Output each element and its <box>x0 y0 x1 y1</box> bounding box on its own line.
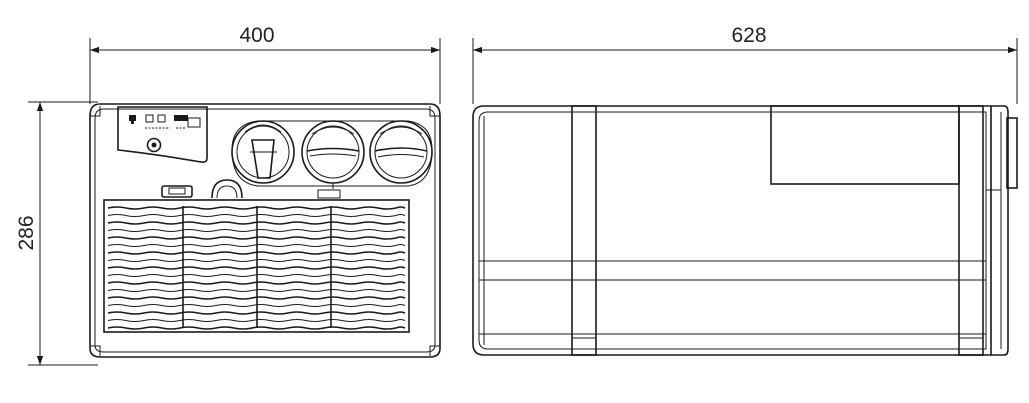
mounting-band-right <box>958 105 984 356</box>
grille-slat <box>107 311 406 315</box>
front-outer-housing <box>89 103 441 358</box>
grille-slat <box>107 206 406 210</box>
air-outlet-3 <box>369 120 433 184</box>
drain-loop-inner <box>216 185 238 199</box>
grille-slat <box>107 229 406 232</box>
grille-slat <box>107 289 406 292</box>
grille-slat <box>107 236 406 240</box>
side-view <box>472 105 1018 356</box>
corner-tab <box>429 106 440 117</box>
outlet-bezel <box>231 120 433 187</box>
grille-slat <box>107 221 406 225</box>
end-cap-boss <box>1006 117 1018 189</box>
grille-slat <box>107 281 406 285</box>
dimension-label-side-length: 628 <box>731 24 766 47</box>
intake-grille <box>103 199 410 333</box>
raised-top-panel <box>770 105 960 185</box>
corner-tab <box>90 345 101 356</box>
side-inner-outline <box>478 111 987 350</box>
dimension-label-height: 286 <box>15 215 38 250</box>
grille-slat <box>107 251 406 255</box>
grille-slat <box>107 266 406 270</box>
timer-icon <box>187 117 201 128</box>
grille-slat <box>107 319 406 322</box>
band-foot <box>571 337 597 356</box>
indicator-icon-stem <box>131 121 134 124</box>
drain-loop <box>211 179 243 199</box>
air-outlet-1 <box>231 120 295 184</box>
mounting-band-left <box>571 105 597 356</box>
grille-slat <box>107 259 406 262</box>
mode-icon <box>145 114 154 123</box>
grille-slat <box>107 274 406 277</box>
grille-slat <box>107 214 406 217</box>
power-knob-center <box>151 142 157 148</box>
dimension-height: 286 <box>15 101 98 366</box>
fan-icon <box>157 114 166 123</box>
corner-tab <box>429 345 440 356</box>
air-outlet-2 <box>301 120 365 189</box>
grille-slat <box>107 296 406 300</box>
filter-latch <box>161 185 193 198</box>
grille-slat <box>107 304 406 307</box>
power-knob <box>146 137 162 153</box>
indicator-icon <box>129 115 136 121</box>
dimension-label-front-width: 400 <box>239 24 274 47</box>
end-cap <box>991 105 1009 356</box>
dimension-side-length: 628 <box>472 24 1018 104</box>
grille-slats <box>107 206 406 330</box>
grille-slat <box>107 326 406 330</box>
corner-tab <box>90 106 101 117</box>
filter-latch-slot <box>168 187 186 195</box>
side-outer-housing <box>472 105 992 356</box>
control-panel <box>117 106 208 163</box>
dimension-front-width: 400 <box>89 24 441 104</box>
grille-slat <box>107 244 406 247</box>
front-inner-outline <box>94 108 436 353</box>
display-icon <box>174 115 188 121</box>
grille-clip <box>317 189 341 199</box>
front-view <box>89 103 441 358</box>
band-foot <box>958 337 984 356</box>
